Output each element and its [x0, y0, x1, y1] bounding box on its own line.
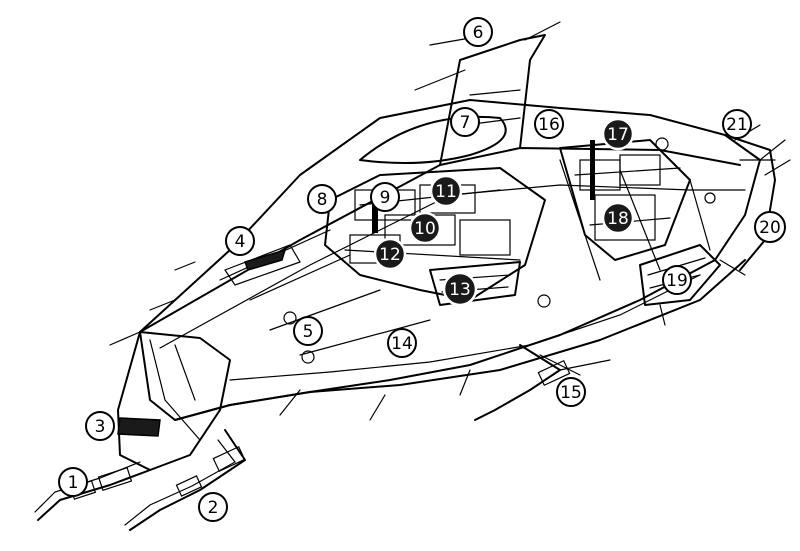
callout-7: 7 [450, 107, 480, 137]
callout-14: 14 [387, 328, 417, 358]
callout-17-label: 17 [607, 125, 629, 145]
callout-7-label: 7 [460, 113, 471, 133]
callout-9-label: 9 [380, 188, 391, 208]
callout-6-label: 6 [473, 23, 484, 43]
callout-11-label: 11 [435, 182, 457, 202]
interior-cutaway-aft [559, 139, 691, 261]
landing-strut-aft [474, 344, 611, 421]
callout-12: 12 [373, 237, 407, 271]
ship-hull [117, 34, 776, 471]
callout-5: 5 [293, 316, 323, 346]
callout-10-label: 10 [414, 219, 436, 239]
callout-3-label: 3 [95, 417, 106, 437]
callout-10: 10 [408, 211, 442, 245]
callout-5-label: 5 [303, 322, 314, 342]
callout-20-label: 20 [759, 218, 781, 238]
callout-6: 6 [463, 17, 493, 47]
landing-strut-front-right [124, 429, 246, 531]
callout-21-label: 21 [726, 115, 748, 135]
cockpit-window [117, 417, 161, 437]
callout-19: 19 [662, 265, 692, 295]
callout-21: 21 [722, 109, 752, 139]
callout-11: 11 [429, 174, 463, 208]
callout-13: 13 [442, 271, 478, 307]
callout-2-label: 2 [208, 498, 219, 518]
callout-12-label: 12 [379, 245, 401, 265]
callout-8: 8 [307, 184, 337, 214]
callout-13-label: 13 [449, 280, 471, 300]
landing-strut-front-left [34, 461, 151, 521]
callout-15: 15 [556, 377, 586, 407]
callout-2: 2 [198, 492, 228, 522]
callout-3: 3 [85, 411, 115, 441]
callout-9: 9 [370, 182, 400, 212]
callout-1-label: 1 [68, 473, 79, 493]
callout-16-label: 16 [538, 115, 560, 135]
callout-17: 17 [601, 117, 635, 151]
callout-16: 16 [534, 109, 564, 139]
callout-4-label: 4 [235, 232, 246, 252]
callout-18: 18 [601, 201, 635, 235]
callout-8-label: 8 [317, 190, 328, 210]
callout-1: 1 [58, 467, 88, 497]
callout-19-label: 19 [666, 271, 688, 291]
callout-20: 20 [754, 211, 786, 243]
callout-18-label: 18 [607, 209, 629, 229]
hull-antennas [109, 21, 791, 421]
callout-14-label: 14 [391, 334, 413, 354]
callout-4: 4 [225, 226, 255, 256]
callout-15-label: 15 [560, 383, 582, 403]
